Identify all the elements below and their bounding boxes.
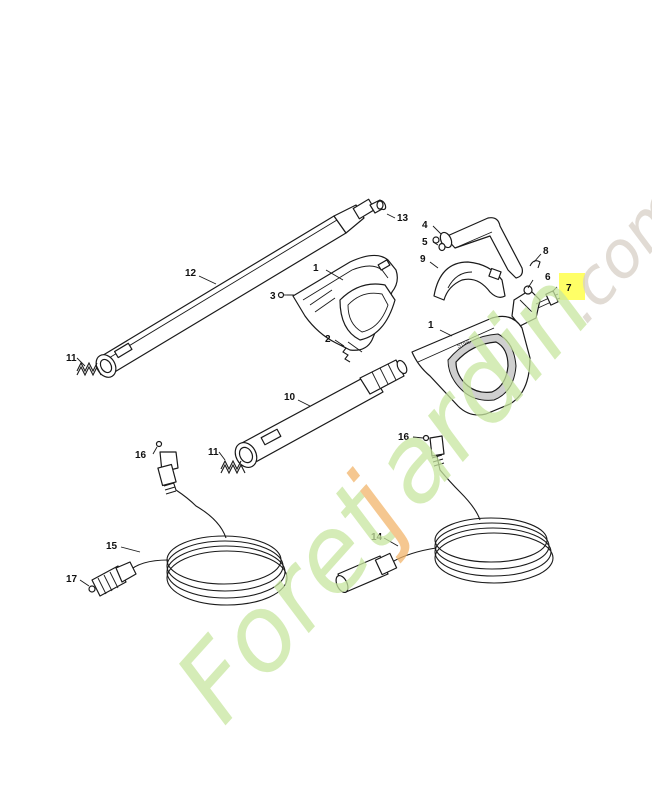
callout-1a: 1 (313, 263, 319, 274)
high-pressure-hose-15[interactable] (127, 451, 288, 606)
callout-7-highlight (559, 273, 585, 300)
valve-6[interactable] (511, 285, 541, 327)
spring-11b[interactable] (220, 459, 246, 475)
svg-text:STIHL: STIHL (457, 339, 473, 350)
high-pressure-hose-14[interactable] (334, 435, 554, 594)
callout-1b: 1 (428, 320, 434, 331)
pin-7[interactable] (535, 290, 561, 309)
lance-tube-12[interactable] (92, 198, 387, 381)
callout-14: 14 (371, 532, 383, 543)
trigger-guard-9[interactable] (433, 261, 506, 301)
lance-tube-10[interactable] (231, 359, 409, 471)
callout-16a: 16 (135, 450, 147, 461)
o-ring-5[interactable] (438, 242, 446, 252)
callout-12: 12 (185, 268, 197, 279)
callout-16b: 16 (398, 432, 410, 443)
callout-11a: 11 (66, 353, 77, 364)
callout-11b: 11 (208, 447, 219, 458)
hose-coupling-17[interactable] (88, 561, 137, 597)
callout-4: 4 (422, 220, 428, 231)
callout-17: 17 (66, 574, 78, 585)
o-ring-16a[interactable] (155, 440, 163, 448)
leader-lines (76, 213, 558, 587)
callout-10: 10 (284, 392, 296, 403)
o-ring-13[interactable] (376, 200, 384, 210)
trigger-lever-4[interactable] (432, 217, 523, 279)
watermark-logo: Foret j ardin .com (152, 171, 652, 745)
callout-3: 3 (270, 291, 276, 302)
callout-2: 2 (325, 334, 331, 345)
callout-7: 7 (566, 283, 572, 294)
callout-8: 8 (543, 246, 549, 257)
o-ring-16b[interactable] (422, 434, 430, 442)
callout-15: 15 (106, 541, 118, 552)
handle-shell-1-upper[interactable] (292, 254, 398, 351)
spring-11a[interactable] (76, 361, 102, 377)
callout-13: 13 (397, 213, 409, 224)
spring-clip-2[interactable] (340, 341, 363, 363)
callout-6: 6 (545, 272, 551, 283)
callout-5: 5 (422, 237, 428, 248)
handle-shell-1-lower[interactable]: STIHL (411, 315, 531, 416)
callout-9: 9 (420, 254, 426, 265)
